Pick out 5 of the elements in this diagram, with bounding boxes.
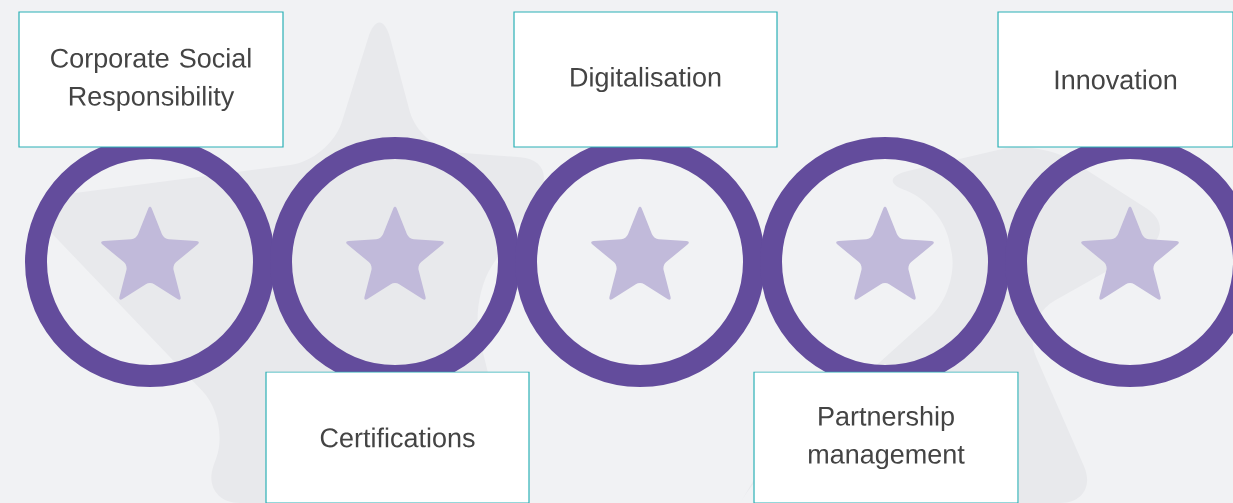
- text-box: Digitalisation: [513, 11, 778, 148]
- text-box: Corporate Social Responsibility: [18, 11, 284, 148]
- text-box: Partnership management: [753, 371, 1019, 503]
- text-box: Innovation: [997, 11, 1233, 148]
- text-box: Certifications: [265, 371, 530, 503]
